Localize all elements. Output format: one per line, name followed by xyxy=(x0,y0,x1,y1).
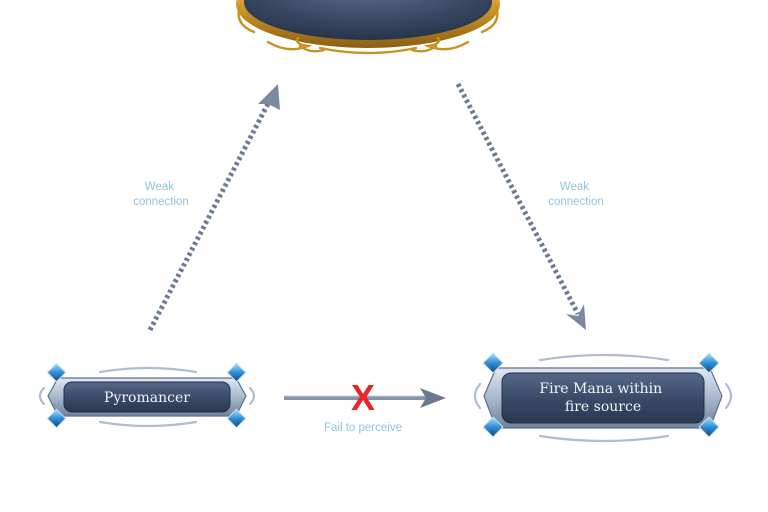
node-fire-mana: Fire Mana within fire source xyxy=(473,352,733,443)
gem-icon xyxy=(46,362,247,429)
edge-pyromancer-to-fire-mana: X Fail to perceive xyxy=(284,377,446,434)
edge-weak-label-left: Weak connection xyxy=(133,181,189,208)
node-pyromancer-label: Pyromancer xyxy=(104,390,190,406)
node-fire-mana-label-line1: Fire Mana within xyxy=(539,381,662,397)
edge-weak-label-right-line1: Weak xyxy=(560,181,589,193)
edge-fail-label: Fail to perceive xyxy=(324,422,402,434)
arrowhead-right xyxy=(420,388,446,408)
node-fire-mana-label: Fire Mana within fire source xyxy=(539,381,666,415)
arrowhead-down xyxy=(566,304,586,330)
arrowhead-up xyxy=(258,84,280,110)
gem-icon xyxy=(482,352,720,438)
edge-top-to-fire-mana: Weak connection xyxy=(455,82,604,330)
blocked-cross-mark: X xyxy=(351,377,375,418)
edge-weak-label-right: Weak connection xyxy=(548,181,604,208)
edge-weak-label-left-line1: Weak xyxy=(145,181,174,193)
edge-pyromancer-to-top: Weak connection xyxy=(133,84,280,332)
node-pyromancer: Pyromancer xyxy=(38,362,256,429)
node-fire-mana-label-line2: fire source xyxy=(565,399,641,415)
gold-scroll-ornament xyxy=(237,4,499,55)
node-top-oval xyxy=(236,0,500,55)
edge-weak-label-left-line2: connection xyxy=(133,196,189,208)
edge-weak-label-right-line2: connection xyxy=(548,196,604,208)
